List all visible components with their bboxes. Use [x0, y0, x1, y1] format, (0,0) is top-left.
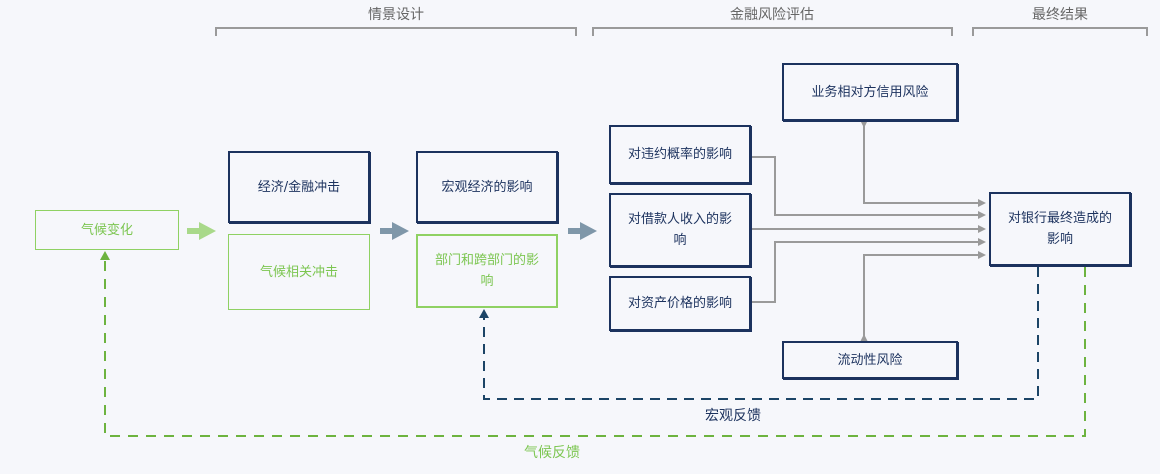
node-macro-impact-label: 宏观经济的影响	[441, 179, 533, 195]
flow-arrow-shock-to-macro	[380, 222, 409, 240]
macro-feedback-label: 宏观反馈	[705, 408, 761, 424]
macro-feedback-arrowhead	[479, 309, 489, 318]
header-bracket-risk	[592, 27, 953, 36]
node-asset-price-label: 对资产价格的影响	[627, 296, 732, 311]
node-bank-final-impact-label: 对银行最终造成的影响	[1007, 211, 1112, 247]
node-borrower-income-label: 对借款人收入的影响	[627, 212, 732, 248]
node-econ-financial-shock: 经济/金融冲击	[228, 151, 370, 223]
node-counterparty-credit-risk-label: 业务相对方信用风险	[811, 84, 929, 100]
node-climate-shock: 气候相关冲击	[228, 234, 370, 310]
node-borrower-income: 对借款人收入的影响	[609, 193, 751, 267]
connector-asset-to-bank	[752, 238, 986, 303]
header-risk-assessment: 金融风险评估	[730, 7, 814, 23]
header-bracket-result	[972, 27, 1148, 36]
node-liquidity-risk-label: 流动性风险	[837, 352, 903, 368]
climate-feedback-label: 气候反馈	[524, 445, 580, 461]
header-bracket-scenario	[215, 27, 577, 36]
macro-feedback-line	[483, 267, 1039, 400]
flow-arrow-climate-to-shock	[187, 222, 216, 240]
climate-feedback-arrowhead	[100, 251, 110, 260]
node-default-probability-label: 对违约概率的影响	[627, 147, 732, 162]
node-climate-change: 气候变化	[35, 210, 179, 250]
node-sector-impact: 部门和跨部门的影响	[416, 234, 558, 308]
connector-liquidity-to-bank	[860, 251, 986, 342]
header-final-result: 最终结果	[1032, 7, 1088, 23]
node-econ-financial-shock-label: 经济/金融冲击	[257, 179, 341, 195]
node-counterparty-credit-risk: 业务相对方信用风险	[782, 63, 958, 121]
connector-default-to-bank	[752, 156, 986, 219]
node-bank-final-impact: 对银行最终造成的影响	[989, 192, 1131, 266]
node-default-probability: 对违约概率的影响	[609, 125, 751, 184]
node-climate-shock-label: 气候相关冲击	[259, 264, 338, 280]
node-macro-impact: 宏观经济的影响	[416, 151, 558, 223]
node-sector-impact-label: 部门和跨部门的影响	[434, 253, 539, 289]
node-climate-change-label: 气候变化	[80, 222, 133, 238]
node-asset-price: 对资产价格的影响	[609, 276, 751, 331]
header-scenario-design: 情景设计	[368, 7, 424, 23]
node-liquidity-risk: 流动性风险	[782, 341, 958, 379]
connector-counterparty-to-bank	[860, 120, 986, 207]
flow-arrow-macro-to-risk	[568, 222, 597, 240]
